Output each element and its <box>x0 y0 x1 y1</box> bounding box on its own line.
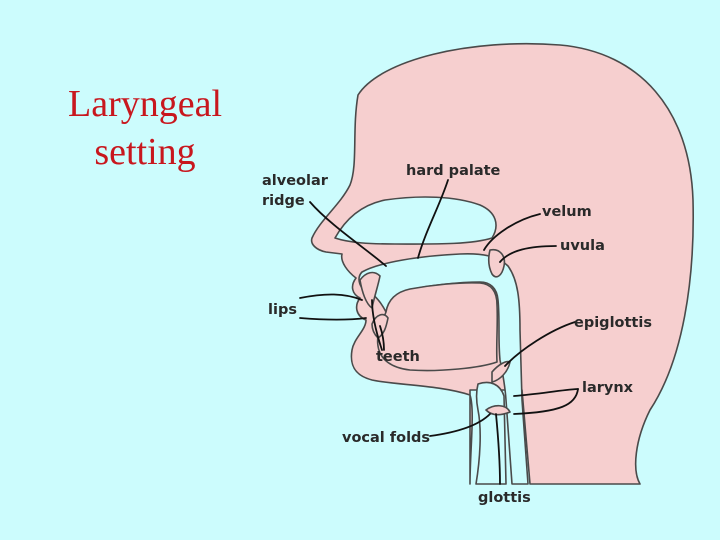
label-glottis: glottis <box>478 490 531 506</box>
label-velum: velum <box>542 204 592 220</box>
uvula-shape <box>489 250 505 277</box>
label-epiglottis: epiglottis <box>574 315 652 331</box>
label-uvula: uvula <box>560 238 605 254</box>
trachea <box>476 383 506 485</box>
label-vocal-folds: vocal folds <box>342 430 430 446</box>
label-teeth: teeth <box>376 349 420 365</box>
lips-pointer-upper <box>300 294 362 300</box>
label-hard-palate: hard palate <box>406 163 501 179</box>
label-alveolar-ridge-line2: ridge <box>262 193 305 209</box>
label-larynx: larynx <box>582 380 634 396</box>
label-alveolar-ridge-line1: alveolar <box>262 173 329 189</box>
label-lips: lips <box>268 302 297 318</box>
lips-pointer-lower <box>300 318 366 320</box>
